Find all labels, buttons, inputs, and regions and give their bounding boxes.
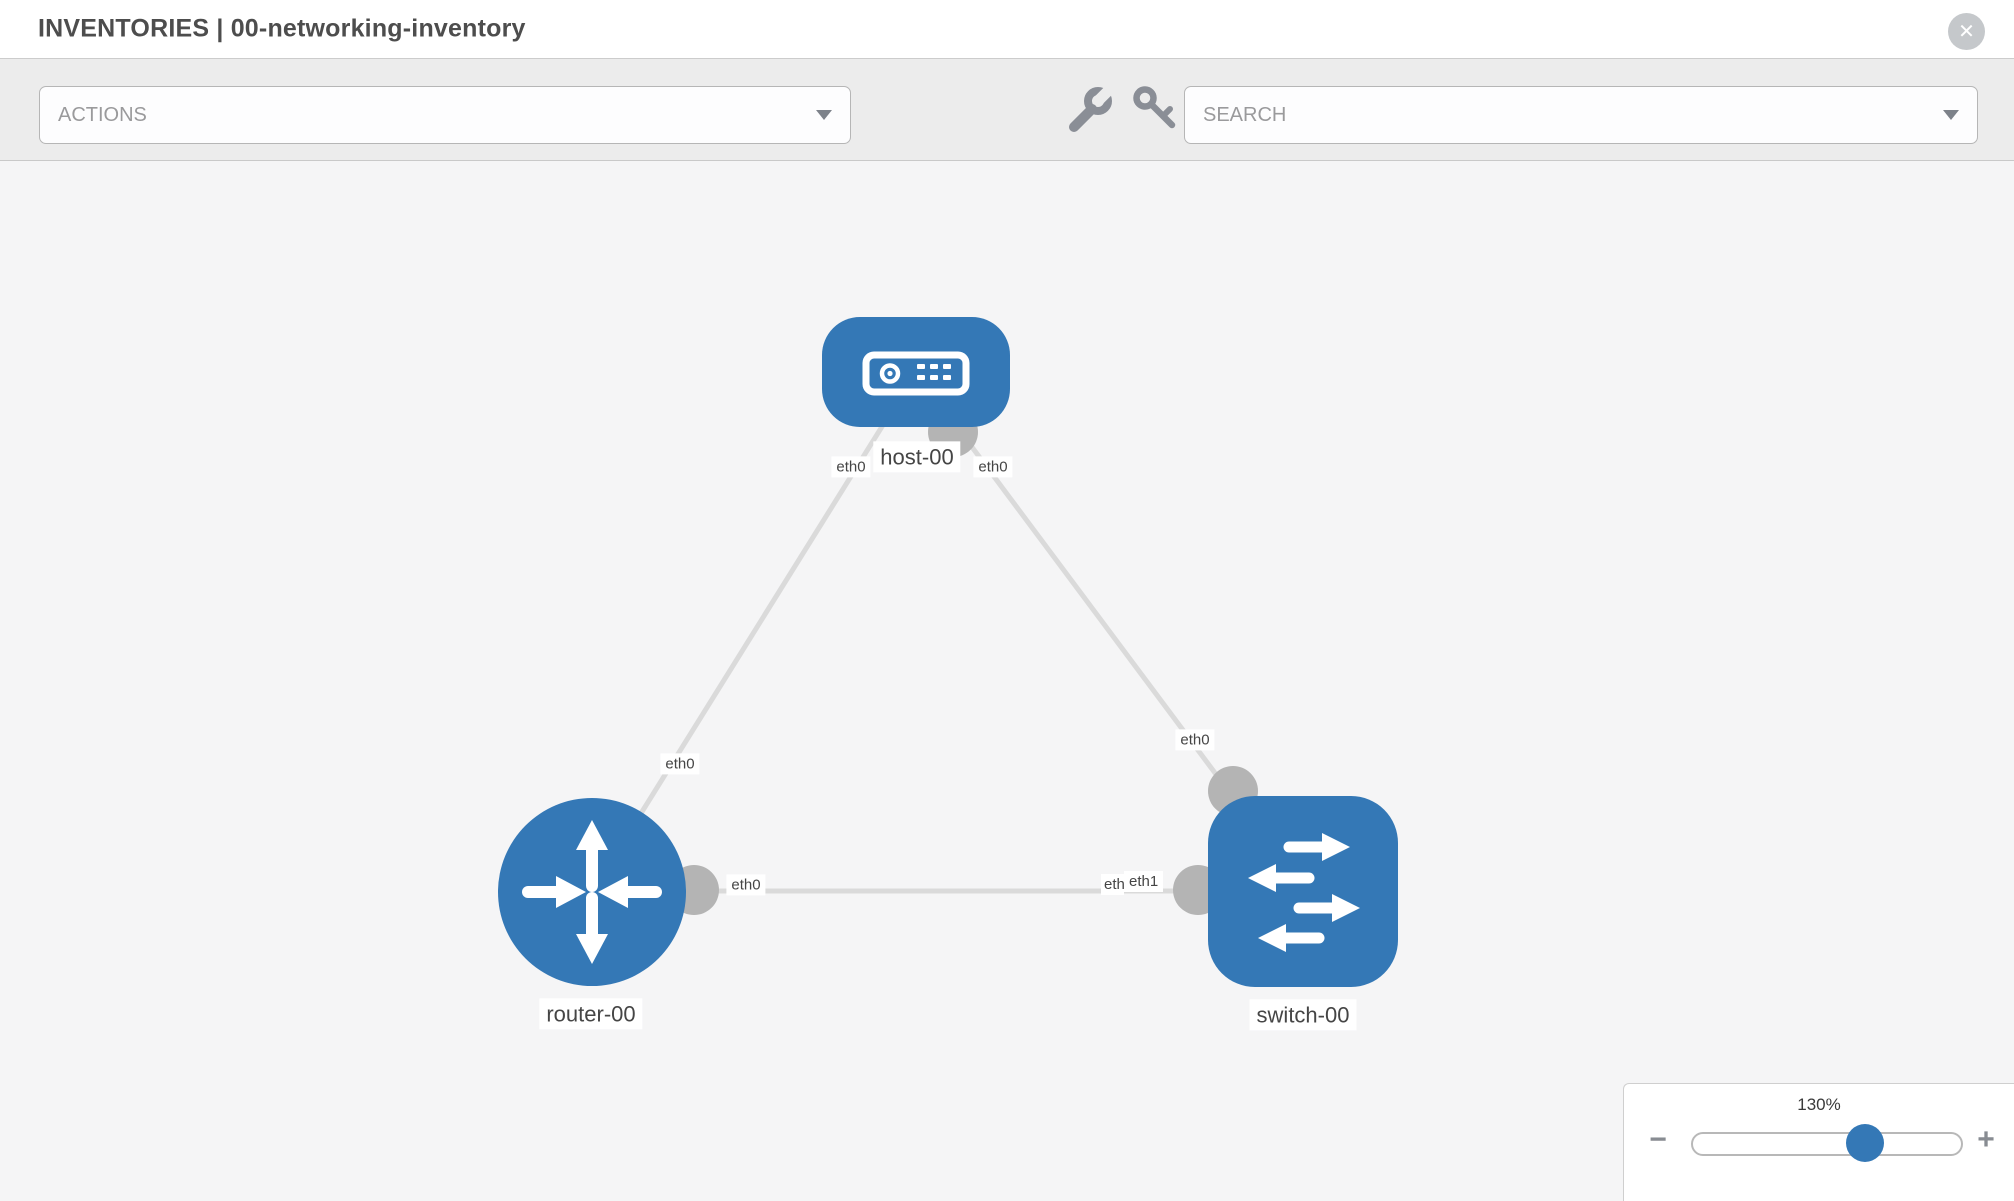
page-title: INVENTORIES | 00-networking-inventory: [38, 14, 526, 43]
node-label-switch: switch-00: [1249, 999, 1357, 1031]
search-dropdown[interactable]: SEARCH: [1184, 86, 1978, 144]
port-label: eth0: [1175, 729, 1215, 751]
search-dropdown-label: SEARCH: [1203, 103, 1287, 126]
node-host-00[interactable]: [822, 317, 1010, 427]
port-label: eth0: [831, 456, 871, 478]
zoom-panel: 130% − +: [1623, 1083, 2014, 1201]
port-label: eth0: [660, 753, 700, 775]
caret-down-icon: [1943, 110, 1959, 120]
close-button[interactable]: ✕: [1948, 13, 1985, 50]
host-icon: [862, 351, 970, 396]
zoom-slider[interactable]: [1691, 1124, 1963, 1162]
zoom-in-button[interactable]: +: [1977, 1123, 1995, 1156]
router-icon: [522, 820, 662, 964]
port-label-clipped: eth: [1101, 874, 1124, 896]
zoom-level: 130%: [1797, 1095, 1841, 1114]
key-icon: [1133, 86, 1176, 129]
wrench-button[interactable]: [1062, 83, 1114, 135]
toolbar: ACTIONS SEARCH: [0, 59, 2014, 161]
zoom-slider-knob[interactable]: [1846, 1124, 1884, 1162]
header: INVENTORIES | 00-networking-inventory ✕: [0, 0, 2014, 59]
node-label-router: router-00: [539, 998, 643, 1030]
actions-dropdown-label: ACTIONS: [58, 103, 147, 126]
x-circle-icon: ✕: [1958, 20, 1975, 43]
zoom-out-button[interactable]: −: [1649, 1123, 1667, 1156]
node-router-00[interactable]: [498, 798, 686, 986]
port-connector-group: [669, 407, 1258, 915]
actions-dropdown[interactable]: ACTIONS: [39, 86, 851, 144]
port-label: eth1: [1124, 871, 1164, 893]
node-switch-00[interactable]: [1208, 796, 1398, 987]
switch-icon: [1248, 833, 1360, 952]
node-label-host: host-00: [873, 441, 961, 473]
port-label: eth0: [726, 874, 766, 896]
wrench-icon: [1069, 83, 1114, 132]
key-button[interactable]: [1130, 83, 1182, 135]
port-label: eth0: [973, 456, 1013, 478]
caret-down-icon: [816, 110, 832, 120]
